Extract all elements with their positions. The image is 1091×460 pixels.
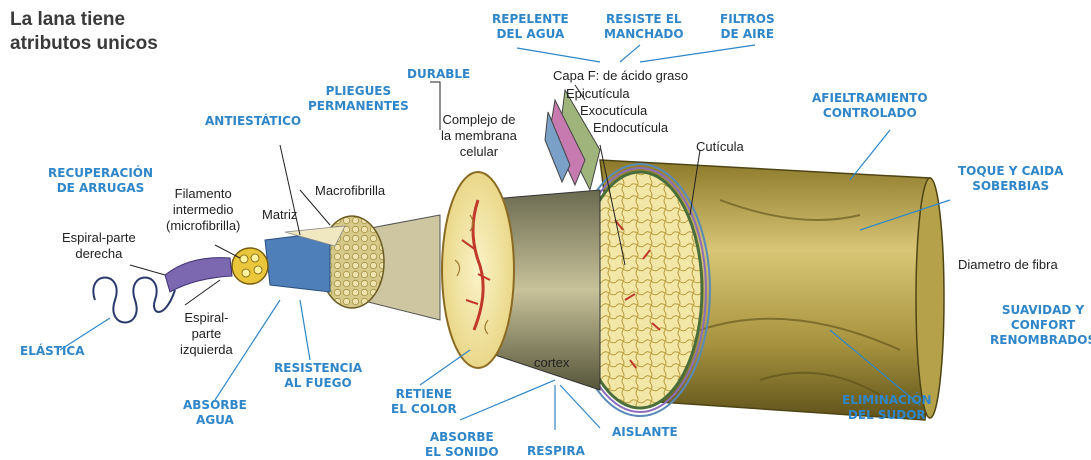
label-respira-l1: RESPIRA — [527, 444, 585, 459]
label-filtros-l1: FILTROS — [720, 12, 775, 27]
part-espiral-izquierda-l2: parte — [180, 326, 233, 342]
part-endocuticula-text: Endocutícula — [593, 120, 668, 136]
label-absorbe-agua-l2: AGUA — [183, 413, 247, 428]
label-absorbe-agua-l1: ABSORBE — [183, 398, 247, 413]
part-macrofibrilla-text: Macrofibrilla — [315, 183, 385, 199]
label-absorbe-sonido-l2: EL SONIDO — [425, 445, 499, 460]
label-retiene: RETIENE EL COLOR — [391, 387, 457, 417]
part-espiral-izquierda-l1: Espiral- — [180, 310, 233, 326]
part-cuticula-text: Cutícula — [696, 139, 744, 155]
label-resiste: RESISTE EL MANCHADO — [604, 12, 684, 42]
label-absorbe-sonido-l1: ABSORBE — [425, 430, 499, 445]
part-complejo-l2: la membrana — [441, 128, 517, 144]
label-suavidad-l3: RENOMBRADOS — [990, 333, 1091, 348]
label-eliminacion-l2: DEL SUDOR — [842, 408, 932, 423]
label-resistencia: RESISTENCIA AL FUEGO — [274, 361, 362, 391]
label-afieltramiento-l2: CONTROLADO — [812, 106, 928, 121]
label-eliminacion-l1: ELIMINACIÓN — [842, 393, 932, 408]
part-cuticula: Cutícula — [696, 139, 744, 155]
label-pliegues-l2: PERMANENTES — [308, 99, 409, 114]
page-title: La lana tiene atributos unicos — [10, 8, 158, 56]
part-filamento-l1: Filamento — [166, 186, 240, 202]
label-repelente-l1: REPELENTE — [492, 12, 569, 27]
label-pliegues: PLIEGUES PERMANENTES — [308, 84, 409, 114]
part-epicuticula: Epicutícula — [566, 86, 630, 102]
label-absorbe-sonido: ABSORBE EL SONIDO — [425, 430, 499, 460]
label-suavidad: SUAVIDAD Y CONFORT RENOMBRADOS — [990, 303, 1091, 348]
part-diametro: Diametro de fibra — [958, 257, 1058, 273]
part-cortex: cortex — [534, 355, 569, 371]
filament-section — [232, 248, 268, 284]
part-matriz: Matriz — [262, 207, 297, 223]
label-durable: DURABLE — [407, 67, 470, 82]
label-aislante: AISLANTE — [612, 425, 678, 440]
title-line-1: La lana tiene — [10, 8, 158, 32]
label-afieltramiento: AFIELTRAMIENTO CONTROLADO — [812, 91, 928, 121]
part-filamento-l3: (microfibrilla) — [166, 218, 240, 234]
part-endocuticula: Endocutícula — [593, 120, 668, 136]
part-exocuticula: Exocutícula — [580, 103, 647, 119]
microfibril-twist — [165, 258, 232, 292]
label-elastica: ELÁSTICA — [20, 344, 85, 359]
label-durable-l1: DURABLE — [407, 67, 470, 82]
part-espiral-izquierda-l3: izquierda — [180, 342, 233, 358]
label-afieltramiento-l1: AFIELTRAMIENTO — [812, 91, 928, 106]
part-exocuticula-text: Exocutícula — [580, 103, 647, 119]
part-complejo-l3: celular — [441, 144, 517, 160]
label-eliminacion: ELIMINACIÓN DEL SUDOR — [842, 393, 932, 423]
part-espiral-derecha-l1: Espiral-parte — [62, 230, 136, 246]
label-retiene-l2: EL COLOR — [391, 402, 457, 417]
label-elastica-l1: ELÁSTICA — [20, 344, 85, 359]
fiber-end-cap — [916, 178, 944, 418]
part-cortex-text: cortex — [534, 355, 569, 371]
part-filamento-l2: intermedio — [166, 202, 240, 218]
part-espiral-derecha: Espiral-parte derecha — [62, 230, 136, 262]
label-toque: TOQUE Y CAIDA SOBERBIAS — [958, 164, 1063, 194]
part-diametro-text: Diametro de fibra — [958, 257, 1058, 273]
part-complejo-l1: Complejo de — [441, 112, 517, 128]
label-pliegues-l1: PLIEGUES — [308, 84, 409, 99]
label-toque-l2: SOBERBIAS — [958, 179, 1063, 194]
label-recuperacion: RECUPERACIÓN DE ARRUGAS — [48, 166, 153, 196]
part-matriz-text: Matriz — [262, 207, 297, 223]
part-macrofibrilla: Macrofibrilla — [315, 183, 385, 199]
label-repelente-l2: DEL AGUA — [492, 27, 569, 42]
label-repelente: REPELENTE DEL AGUA — [492, 12, 569, 42]
label-suavidad-l2: CONFORT — [990, 318, 1091, 333]
part-complejo: Complejo de la membrana celular — [441, 112, 517, 160]
label-filtros: FILTROS DE AIRE — [720, 12, 775, 42]
part-espiral-derecha-l2: derecha — [62, 246, 136, 262]
label-retiene-l1: RETIENE — [391, 387, 457, 402]
label-recuperacion-l1: RECUPERACIÓN — [48, 166, 153, 181]
part-filamento: Filamento intermedio (microfibrilla) — [166, 186, 240, 234]
label-toque-l1: TOQUE Y CAIDA — [958, 164, 1063, 179]
label-resistencia-l1: RESISTENCIA — [274, 361, 362, 376]
label-resistencia-l2: AL FUEGO — [274, 376, 362, 391]
label-absorbe-agua: ABSORBE AGUA — [183, 398, 247, 428]
part-espiral-izquierda: Espiral- parte izquierda — [180, 310, 233, 358]
label-aislante-l1: AISLANTE — [612, 425, 678, 440]
helix-coil — [93, 278, 175, 323]
label-filtros-l2: DE AIRE — [720, 27, 775, 42]
label-antiestatico: ANTIESTÁTICO — [205, 114, 301, 129]
part-capa-f: Capa F: de ácido graso — [553, 68, 688, 84]
part-epicuticula-text: Epicutícula — [566, 86, 630, 102]
label-resiste-l2: MANCHADO — [604, 27, 684, 42]
label-antiestatico-l1: ANTIESTÁTICO — [205, 114, 301, 129]
label-recuperacion-l2: DE ARRUGAS — [48, 181, 153, 196]
label-resiste-l1: RESISTE EL — [604, 12, 684, 27]
label-suavidad-l1: SUAVIDAD Y — [990, 303, 1091, 318]
label-respira: RESPIRA — [527, 444, 585, 459]
title-line-2: atributos unicos — [10, 32, 158, 56]
part-capa-f-text: Capa F: de ácido graso — [553, 68, 688, 84]
